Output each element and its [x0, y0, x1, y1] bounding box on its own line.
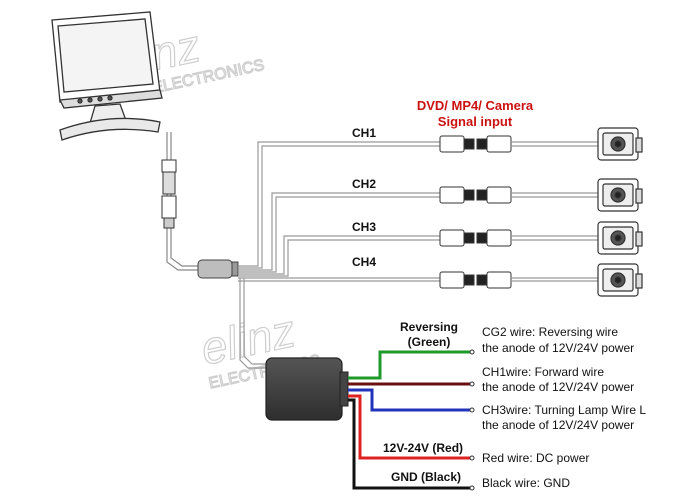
reversing-color-label: (Green): [408, 335, 451, 349]
monitor-connector: [161, 159, 177, 229]
channel-label-ch4: CH4: [352, 255, 376, 269]
control-box: [265, 357, 349, 421]
splitter-hub: [197, 259, 239, 279]
black-wire-desc: Black wire: GND: [482, 476, 570, 490]
ch1-wire-desc-2: the anode of 12V/24V power: [482, 380, 634, 394]
channel-label-ch1: CH1: [352, 126, 376, 140]
ch3-wire-desc-2: the anode of 12V/24V power: [482, 418, 634, 432]
camera-icon-ch3: [597, 221, 643, 255]
rca-connector-ch1: [439, 135, 512, 153]
camera-icon-ch2: [597, 178, 643, 212]
signal-title-line2: Signal input: [438, 114, 513, 129]
cg2-wire-desc: CG2 wire: Reversing wire: [482, 325, 618, 339]
rca-connector-ch4: [439, 271, 512, 289]
red-wire-desc: Red wire: DC power: [482, 451, 589, 465]
camera-icon-ch4: [597, 263, 643, 297]
power-red-label: 12V-24V (Red): [383, 441, 463, 455]
rca-connector-ch2: [439, 186, 512, 204]
cg2-wire-desc-2: the anode of 12V/24V power: [482, 341, 634, 355]
camera-cables: [511, 141, 598, 282]
ch3-wire-desc: CH3wire: Turning Lamp Wire L: [482, 403, 646, 417]
reversing-label: Reversing: [400, 320, 458, 334]
signal-title-line1: DVD/ MP4/ Camera: [417, 98, 534, 113]
channel-label-ch2: CH2: [352, 177, 376, 191]
channel-label-ch3: CH3: [352, 220, 376, 234]
camera-icon-ch1: [597, 127, 643, 161]
ch1-wire-desc: CH1wire: Forward wire: [482, 365, 604, 379]
monitor-icon: [51, 11, 163, 141]
rca-connector-ch3: [439, 229, 512, 247]
wire-ends: [469, 349, 475, 491]
control-wires: [348, 350, 470, 490]
gnd-black-label: GND (Black): [391, 470, 461, 484]
channel-cables: [238, 141, 440, 369]
